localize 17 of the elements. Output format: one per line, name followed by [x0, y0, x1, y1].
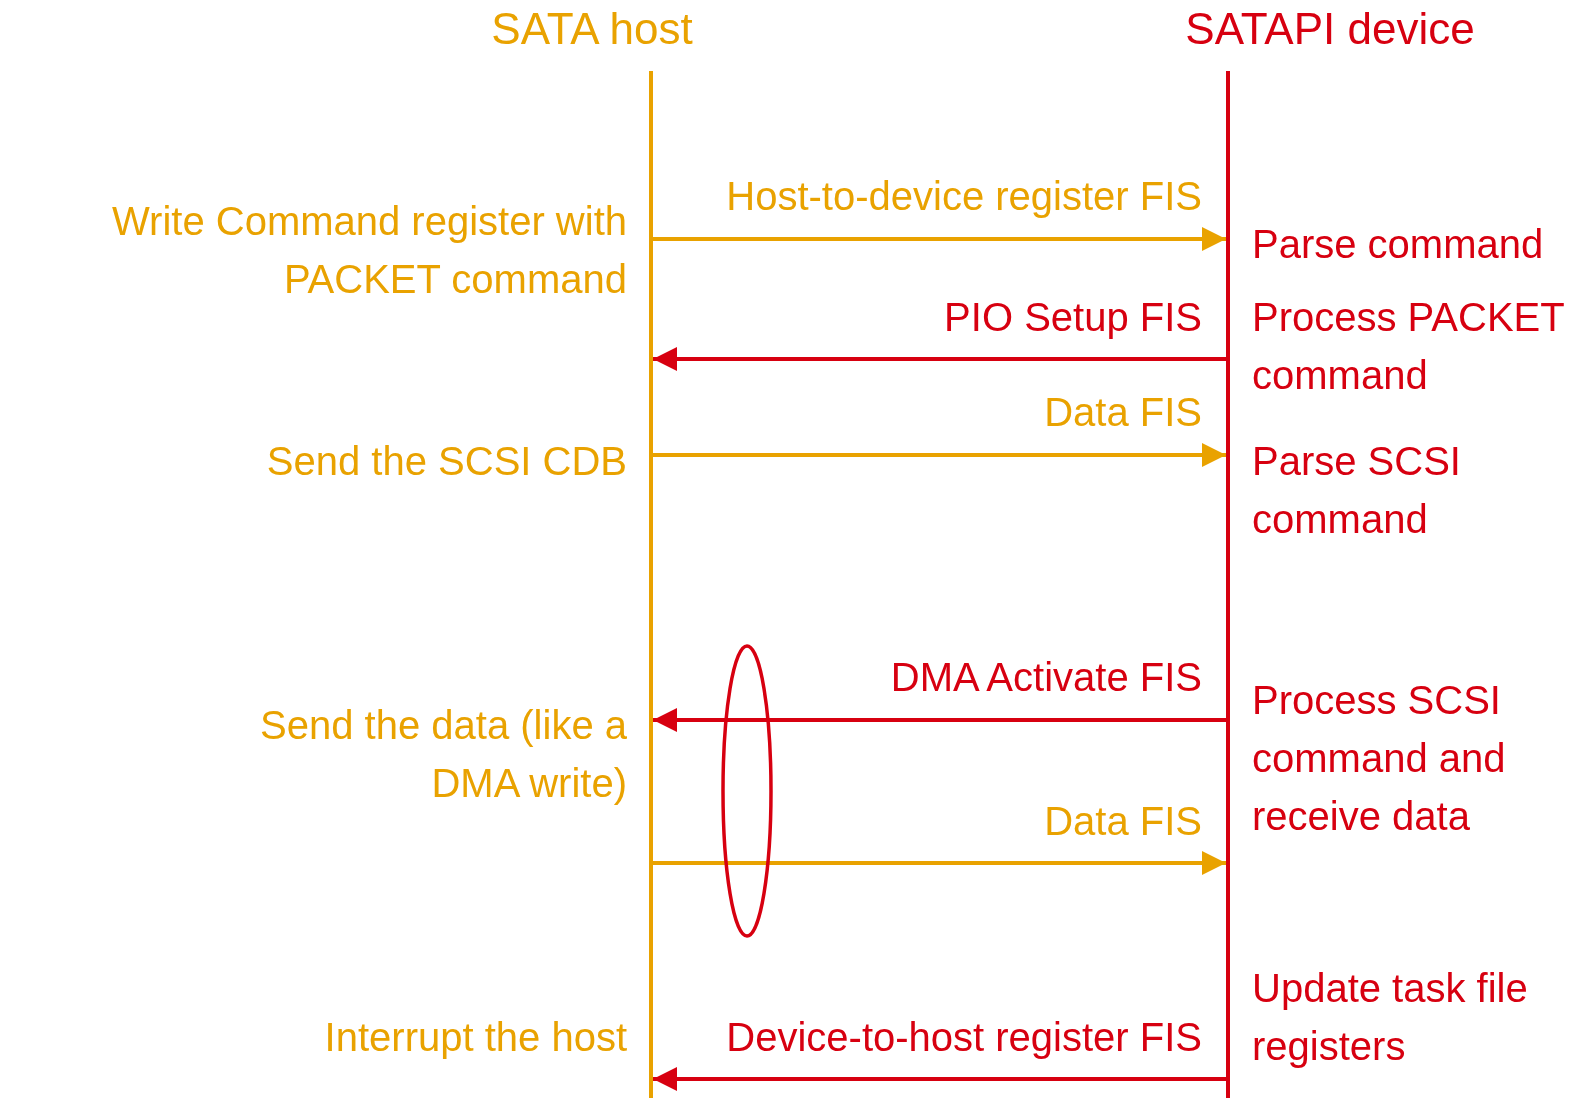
arrow [653, 443, 1226, 467]
step-note: Interrupt the host [323, 1014, 627, 1061]
step-note: Update task file registers [1252, 965, 1529, 1070]
lifeline-title: SATAPI device [1185, 3, 1475, 55]
arrow [653, 347, 1226, 371]
step-note: Parse command [1252, 221, 1545, 268]
arrow [653, 227, 1226, 251]
step-note: Send the SCSI CDB [265, 438, 627, 485]
step-note: Process PACKET command [1252, 294, 1565, 399]
arrow [653, 851, 1226, 875]
step-note: Send the data (like a DMA write) [259, 702, 627, 807]
step-note: Process SCSI command and receive data [1252, 677, 1507, 840]
arrow [653, 708, 1226, 732]
arrow [653, 1067, 1226, 1091]
step-note: Parse SCSI command [1252, 438, 1462, 543]
step-note: Write Command register with PACKET command [111, 198, 627, 303]
lifeline-title: SATA host [491, 3, 693, 55]
